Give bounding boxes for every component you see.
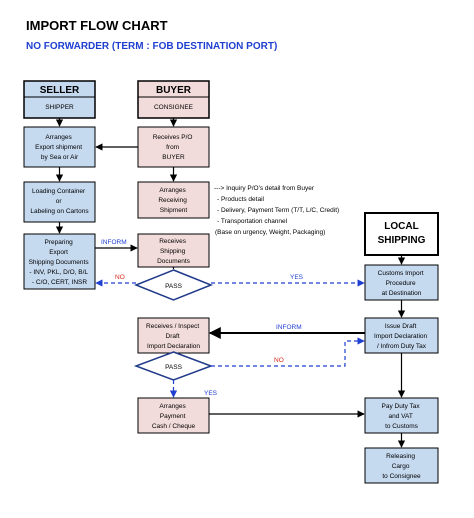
box-arranges-payment-text: Arranges Payment Cash / Cheque xyxy=(152,403,196,430)
box-arranges-export: Arranges Export shipment by Sea or Air xyxy=(23,126,96,168)
box-arranges-receiving: Arranges Receiving Shipment xyxy=(137,181,210,219)
box-receives-po: Receives P/O from BUYER xyxy=(137,126,210,168)
buyer-subtitle: CONSIGNEE xyxy=(154,104,194,111)
label-inform-2: INFORM xyxy=(276,324,302,331)
arrow-pass2-no xyxy=(211,337,365,367)
box-releasing-text: Releasing Cargo to Consignee xyxy=(382,453,421,480)
label-yes-2: YES xyxy=(204,390,218,397)
seller-header: SELLER SHIPPER xyxy=(23,80,96,119)
page-subtitle: NO FORWARDER (TERM : FOB DESTINATION POR… xyxy=(26,41,277,52)
box-arranges-export-text: Arranges Export shipment by Sea or Air xyxy=(35,134,84,161)
diamond-pass-1: PASS xyxy=(133,269,214,301)
page-title: IMPORT FLOW CHART xyxy=(26,18,168,33)
box-arranges-receiving-text: Arranges Receiving Shipment xyxy=(158,187,188,214)
box-receives-docs: Receives Shipping Documents xyxy=(137,233,210,268)
seller-title: SELLER xyxy=(40,85,80,96)
box-issue-draft: Issue Draft Import Declaration / Infrom … xyxy=(364,317,439,354)
box-receives-inspect-text: Receives / Inspect Draft Import Declarat… xyxy=(146,323,201,350)
box-receives-inspect: Receives / Inspect Draft Import Declarat… xyxy=(137,317,210,354)
box-releasing: Releasing Cargo to Consignee xyxy=(364,447,439,484)
box-pay-duty-text: Pay Duty Tax and VAT to Customs xyxy=(382,403,422,430)
buyer-header: BUYER CONSIGNEE xyxy=(137,80,210,119)
label-no-2: NO xyxy=(274,357,284,364)
local-shipping-line2: SHIPPING xyxy=(378,235,426,246)
box-issue-draft-text: Issue Draft Import Declaration / Infrom … xyxy=(374,323,429,350)
seller-subtitle: SHIPPER xyxy=(45,104,74,111)
diamond-pass-2-label: PASS xyxy=(165,364,183,371)
box-arranges-payment: Arranges Payment Cash / Cheque xyxy=(137,397,210,434)
buyer-title: BUYER xyxy=(156,85,192,96)
diamond-pass-1-label: PASS xyxy=(165,283,183,290)
box-customs-import: Customs Import Procedure at Destination xyxy=(364,264,439,301)
box-receives-docs-text: Receives Shipping Documents xyxy=(157,238,191,265)
local-shipping-line1: LOCAL xyxy=(384,221,418,232)
box-customs-import-text: Customs Import Procedure at Destination xyxy=(378,270,426,297)
label-yes-1: YES xyxy=(290,274,304,281)
box-pay-duty: Pay Duty Tax and VAT to Customs xyxy=(364,397,439,434)
box-preparing: Preparing Export Shipping Documents - IN… xyxy=(23,233,96,290)
box-loading: Loading Container or Labeling on Cartons xyxy=(23,181,96,223)
box-preparing-text: Preparing Export Shipping Documents - IN… xyxy=(29,239,91,286)
label-inform-1: INFORM xyxy=(101,239,127,246)
buyer-notes: ---> Inquiry P/O's detail from Buyer - P… xyxy=(214,185,341,236)
diamond-pass-2: PASS xyxy=(133,351,214,381)
box-receives-po-text: Receives P/O from BUYER xyxy=(153,134,195,161)
box-loading-text: Loading Container or Labeling on Cartons xyxy=(30,188,89,215)
local-shipping-header: LOCAL SHIPPING xyxy=(364,212,439,256)
label-no-1: NO xyxy=(115,274,125,281)
